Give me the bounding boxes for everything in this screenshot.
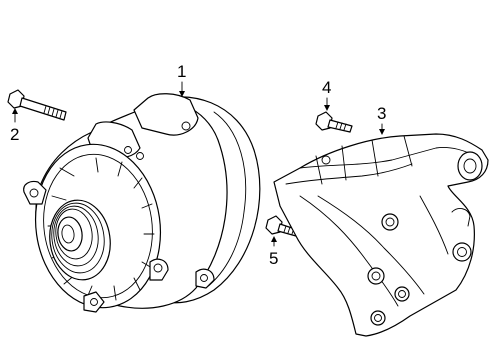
callout-label-5: 5 <box>269 249 278 268</box>
callout-label-3: 3 <box>377 104 386 123</box>
mounting-bracket <box>273 133 489 337</box>
callout-2: 2 <box>10 108 19 144</box>
callout-5: 5 <box>269 236 278 268</box>
callout-1: 1 <box>177 62 186 97</box>
callout-4: 4 <box>322 78 331 111</box>
callout-label-2: 2 <box>10 125 19 144</box>
callout-3: 3 <box>377 104 386 135</box>
bolt-long <box>7 89 67 121</box>
callout-label-1: 1 <box>177 62 186 81</box>
bolt-upper <box>315 111 353 133</box>
callout-label-4: 4 <box>322 78 331 97</box>
alternator <box>23 93 261 313</box>
